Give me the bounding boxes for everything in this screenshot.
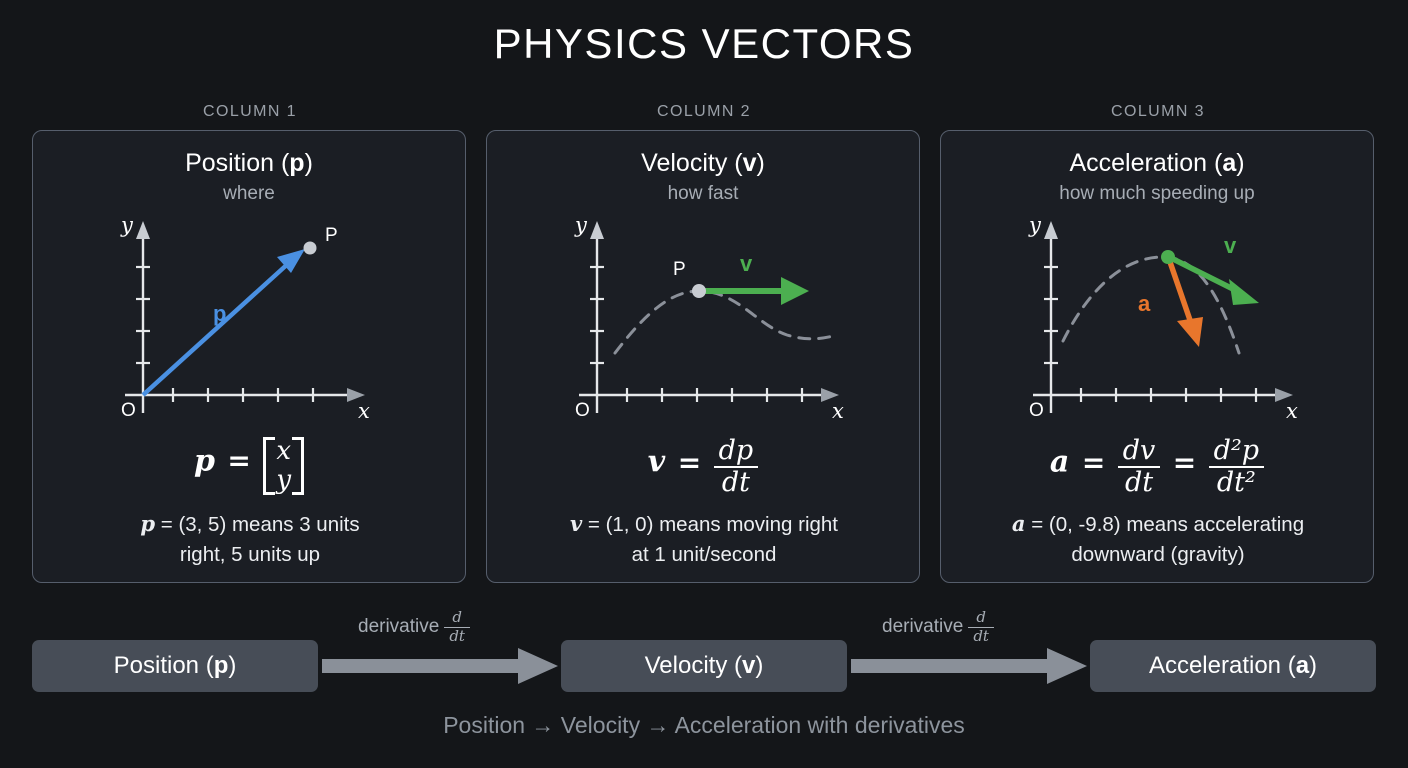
frac-numerator-d2p: d²p <box>1208 436 1265 469</box>
derivative-text-1: derivative <box>358 616 440 638</box>
svg-text:v: v <box>740 251 753 276</box>
column-label-2: COLUMN 2 <box>657 103 751 120</box>
svg-text:p: p <box>213 301 226 326</box>
frac-denominator-dt2: dt² <box>1216 467 1256 499</box>
derivative-den-2: dt <box>973 626 989 645</box>
panel-subtitle-position: where <box>223 183 275 204</box>
footer-caption: Position → Velocity → Acceleration with … <box>443 712 965 738</box>
svg-text:O: O <box>1029 400 1044 421</box>
velocity-plot: P v y x O <box>574 213 844 423</box>
chain-box-label-acceleration: Acceleration (a) <box>1148 652 1318 679</box>
svg-text:y: y <box>120 213 134 237</box>
formula-frac-dv-dt: dv dt <box>1117 436 1161 499</box>
formula-acceleration: a = dv dt = d²p dt² <box>941 436 1373 499</box>
formula-frac-d2p-dt2: d²p dt² <box>1208 436 1265 499</box>
page-title: PHYSICS VECTORS <box>493 20 915 67</box>
panel-title-position: Position (p) <box>185 149 313 177</box>
frac-numerator-dp: dp <box>713 436 759 469</box>
frac-denominator-dt: dt <box>721 467 750 499</box>
formula-matrix-p: x y <box>263 436 305 496</box>
column-label-1: COLUMN 1 <box>203 103 297 120</box>
svg-text:x: x <box>1286 399 1298 423</box>
chain-arrow-icon-2 <box>851 648 1087 684</box>
formula-eq-3b: = <box>1172 445 1197 479</box>
svg-text:x: x <box>832 399 844 423</box>
chain-box-label-velocity: Velocity (v) <box>644 652 764 679</box>
derivative-frac-1: d dt <box>444 609 470 645</box>
chain-box-label-position: Position (p) <box>113 652 237 679</box>
svg-text:P: P <box>673 259 686 280</box>
svg-text:y: y <box>574 213 588 237</box>
derivative-num-1: d <box>444 609 470 628</box>
formula-lhs-p: p <box>193 443 215 479</box>
svg-text:O: O <box>575 400 590 421</box>
panel-subtitle-velocity: how fast <box>667 183 739 204</box>
svg-text:O: O <box>121 400 136 421</box>
formula-frac-dp-dt: dp dt <box>713 436 759 499</box>
matrix-row-y: y <box>276 465 292 496</box>
svg-text:x: x <box>358 399 370 423</box>
acceleration-plot: v a y x O <box>1028 213 1298 423</box>
matrix-row-x: x <box>276 436 292 466</box>
derivative-label-2: derivative d dt <box>882 609 994 645</box>
derivative-label-1: derivative d dt <box>358 609 470 645</box>
formula-velocity: v = dp dt <box>487 436 919 499</box>
panel-acceleration: Acceleration (a) how much speeding up <box>940 130 1374 583</box>
panel-title-velocity: Velocity (v) <box>641 149 765 177</box>
formula-position: p = x y <box>33 436 465 496</box>
position-plot: P p y x O <box>120 213 370 423</box>
derivative-frac-2: d dt <box>968 609 994 645</box>
chain-box-velocity[interactable]: Velocity (v) <box>561 640 847 692</box>
frac-denominator-dt-1: dt <box>1124 467 1154 499</box>
formula-lhs-v: v <box>647 444 666 480</box>
derivative-den-1: dt <box>449 626 465 645</box>
derivative-num-2: d <box>968 609 994 628</box>
formula-eq-3a: = <box>1081 445 1106 479</box>
column-label-3: COLUMN 3 <box>1111 103 1205 120</box>
panel-title-acceleration: Acceleration (a) <box>1069 149 1245 177</box>
svg-text:v: v <box>1224 233 1237 258</box>
derivative-text-2: derivative <box>882 616 964 638</box>
svg-text:P: P <box>325 225 338 246</box>
svg-text:a: a <box>1138 291 1151 316</box>
panel-subtitle-acceleration: how much speeding up <box>1059 183 1255 204</box>
chain-box-position[interactable]: Position (p) <box>32 640 318 692</box>
formula-eq-1: = <box>227 444 251 478</box>
svg-text:y: y <box>1028 213 1042 237</box>
panel-velocity: Velocity (v) how fast P v y <box>486 130 920 583</box>
frac-numerator-dv: dv <box>1117 436 1161 469</box>
chain-arrow-icon-1 <box>322 648 558 684</box>
chain-box-acceleration[interactable]: Acceleration (a) <box>1090 640 1376 692</box>
formula-eq-2: = <box>677 445 702 479</box>
formula-lhs-a: a <box>1049 444 1070 480</box>
panel-position: Position (p) where P p <box>32 130 466 583</box>
